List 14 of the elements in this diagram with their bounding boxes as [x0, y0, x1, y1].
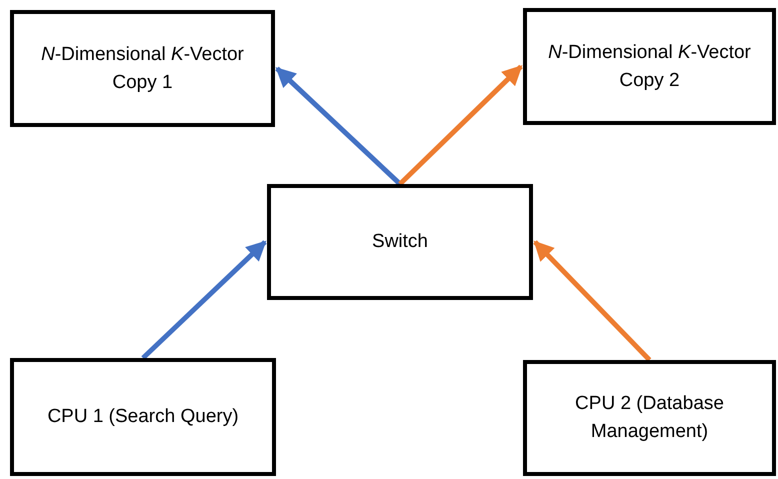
box-label: Switch — [372, 230, 428, 254]
box-label: N-Dimensional K-Vector Copy 1 — [40, 42, 245, 94]
arrow — [141, 240, 267, 360]
process-box — [523, 8, 776, 125]
process-box — [267, 184, 533, 300]
arrow — [533, 240, 652, 362]
process-box — [10, 358, 276, 476]
arrow — [275, 66, 402, 186]
arrow — [398, 64, 523, 186]
box-label: CPU 1 (Search Query) — [47, 405, 239, 429]
process-box — [523, 360, 776, 476]
process-box — [10, 10, 275, 127]
box-label: CPU 2 (Database Management) — [574, 392, 725, 444]
box-label: N-Dimensional K-Vector Copy 2 — [547, 40, 752, 92]
